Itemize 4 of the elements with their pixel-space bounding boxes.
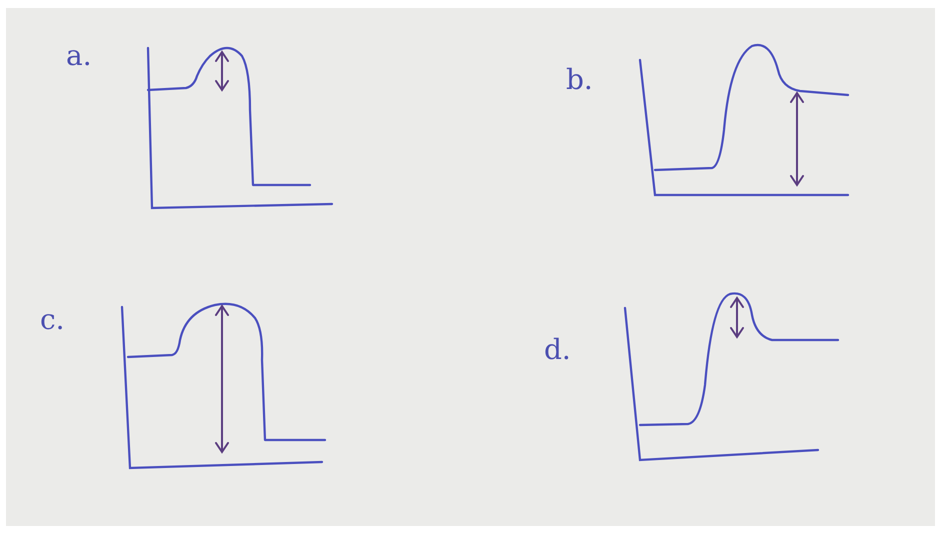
panel-letter: b. <box>566 66 593 94</box>
panel-letter: c. <box>40 306 65 334</box>
panel-letter: d. <box>544 336 571 364</box>
panel-letter: a. <box>66 42 92 70</box>
